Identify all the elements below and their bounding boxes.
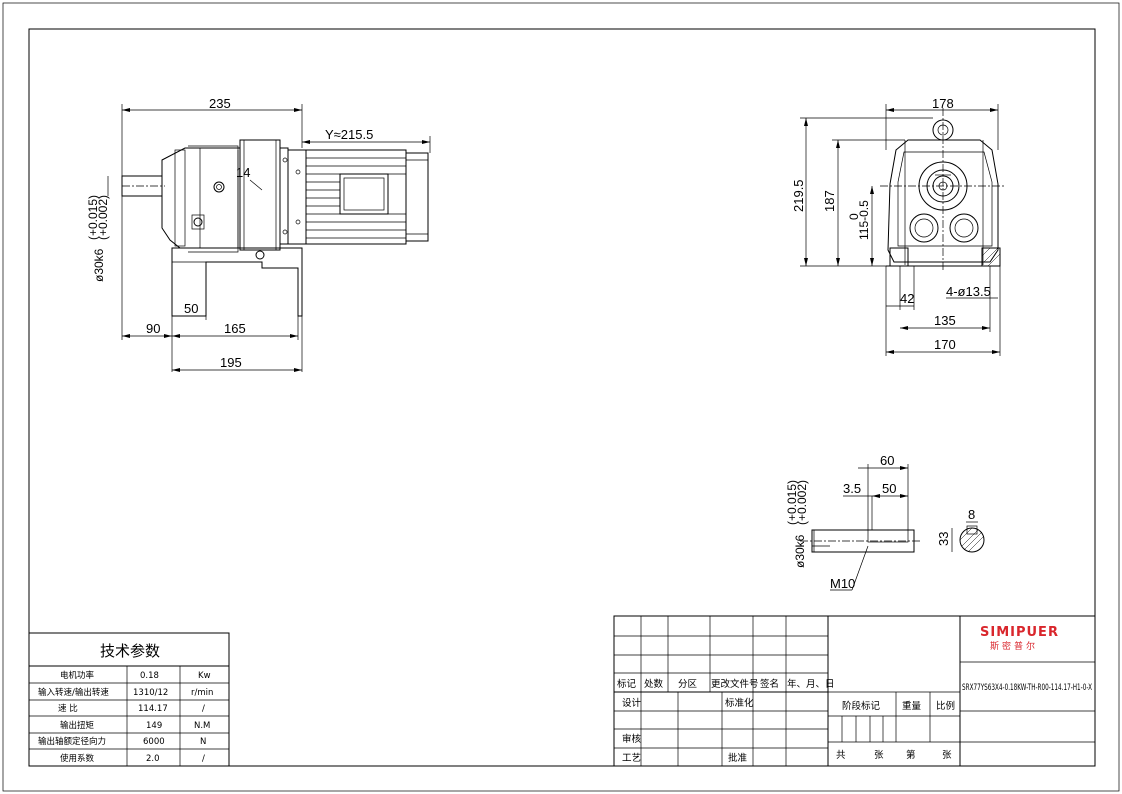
end-view: 178 219.5 187 0 115-0.5 42 4-ø13.5 135	[791, 96, 1005, 356]
dim-detail-tol: (+0.015)	[785, 480, 799, 525]
tech-params-table: 技术参数 电机功率 0.18 Kw 输入转速/输出转速 1310/12 r/mi…	[28, 632, 230, 767]
dim-detail-dia: ø30k6	[793, 534, 807, 568]
end-housing	[887, 139, 999, 263]
dim-m10: M10	[830, 576, 855, 591]
dim-50-detail: 50	[882, 481, 896, 496]
detail-key	[867, 529, 909, 543]
side-view: 235 Y≈215.5 14 ø30k6 (+0.015) (+0.002) 5…	[86, 96, 431, 372]
dim-90: 90	[146, 321, 160, 336]
dim-motor-length: Y≈215.5	[325, 127, 373, 142]
lbl-approve: 批准	[728, 752, 748, 764]
hatch-section	[959, 527, 985, 553]
lbl-process: 工艺	[622, 753, 641, 764]
motor-flange	[287, 149, 307, 245]
hdr-mark: 标记	[617, 678, 637, 690]
fan-cover	[405, 152, 429, 242]
lbl-stage-mark: 阶段标记	[842, 700, 881, 712]
lbl-sheet-no: 第	[906, 749, 916, 761]
hdr-count: 处数	[644, 678, 664, 690]
model-number: SRX77YS63X4-0.18KW-TH-R00-114.17-H1-0-X	[962, 683, 1092, 693]
dim-115-top: 0	[847, 213, 861, 220]
row-unit: r/min	[191, 688, 213, 698]
dim-219-5: 219.5	[791, 179, 806, 212]
bolt-icon	[255, 250, 265, 260]
dim-60: 60	[880, 453, 894, 468]
dim-235: 235	[209, 96, 231, 111]
row-value: 0.18	[140, 671, 159, 681]
title-block: 标记 处数 分区 更改文件号 签名 年、月、日 设计 标准化 审核 工艺 批准 …	[613, 615, 1096, 767]
row-unit: Kw	[198, 671, 211, 681]
plug-icon	[213, 181, 225, 193]
row-unit: N	[200, 737, 206, 747]
lbl-standardize: 标准化	[725, 697, 754, 709]
row-value: 1310/12	[133, 688, 168, 698]
dim-14: 14	[236, 165, 250, 180]
inner-frame	[28, 28, 1096, 767]
shaft-detail: 60 3.5 50 ø30k6 (+0.015) (+0.002) M10 33…	[785, 453, 985, 591]
dim-42: 42	[900, 291, 914, 306]
lbl-weight: 重量	[902, 700, 922, 712]
row-name: 输出轴额定径向力	[38, 736, 106, 747]
dim-holes: 4-ø13.5	[946, 284, 991, 299]
lbl-sheets-unit: 张	[874, 750, 884, 761]
row-name: 输入转速/输出转速	[38, 687, 109, 698]
dim-195: 195	[220, 355, 242, 370]
company-logo-cn: 斯密普尔	[990, 640, 1038, 652]
dim-shaft-tol: (+0.015)	[86, 195, 100, 240]
row-value: 6000	[143, 737, 165, 747]
hdr-zone: 分区	[678, 679, 698, 690]
dim-shaft-tol2: (+0.002)	[96, 195, 110, 240]
dim-8: 8	[968, 507, 975, 522]
shaft-section	[959, 527, 985, 553]
dim-178: 178	[932, 96, 954, 111]
lbl-review: 审核	[622, 733, 642, 745]
dim-165: 165	[224, 321, 246, 336]
plug-icon	[193, 217, 203, 227]
row-value: 2.0	[146, 754, 160, 764]
hatch-foot	[981, 247, 1001, 267]
revision-grid	[614, 616, 828, 766]
row-value: 114.17	[138, 704, 168, 714]
dim-135: 135	[934, 313, 956, 328]
hdr-date: 年、月、日	[787, 678, 835, 690]
hdr-change-doc: 更改文件号	[711, 678, 759, 690]
hdr-sign: 签名	[760, 678, 779, 690]
company-logo: SIMIPUER	[980, 625, 1059, 640]
lbl-sheet-unit: 张	[942, 750, 952, 761]
tech-table-title: 技术参数	[100, 642, 160, 660]
row-value: 149	[146, 721, 162, 731]
bearing-cover-right	[949, 213, 979, 243]
row-unit: N.M	[194, 721, 210, 731]
dim-187: 187	[822, 190, 837, 212]
motor-fins	[306, 157, 406, 239]
lbl-sheets-total: 共	[836, 750, 846, 761]
row-name: 电机功率	[60, 670, 95, 681]
dim-33: 33	[936, 532, 951, 546]
dim-115: 115-0.5	[857, 200, 871, 240]
lbl-scale: 比例	[936, 700, 955, 712]
dim-170: 170	[934, 337, 956, 352]
dim-shaft-dia: ø30k6	[92, 248, 106, 282]
dim-detail-tol2: (+0.002)	[795, 480, 809, 525]
row-unit: /	[202, 704, 205, 714]
row-name: 输出扭矩	[60, 720, 95, 731]
intermediate-housing	[239, 139, 281, 251]
row-name: 速 比	[58, 703, 78, 714]
bearing-cover-left	[909, 213, 939, 243]
row-unit: /	[202, 754, 205, 764]
dim-3-5: 3.5	[843, 481, 861, 496]
row-name: 使用系数	[60, 753, 95, 764]
terminal-box	[339, 173, 389, 215]
lbl-design: 设计	[622, 697, 642, 709]
dim-50: 50	[184, 301, 198, 316]
gear-housing	[161, 147, 241, 249]
